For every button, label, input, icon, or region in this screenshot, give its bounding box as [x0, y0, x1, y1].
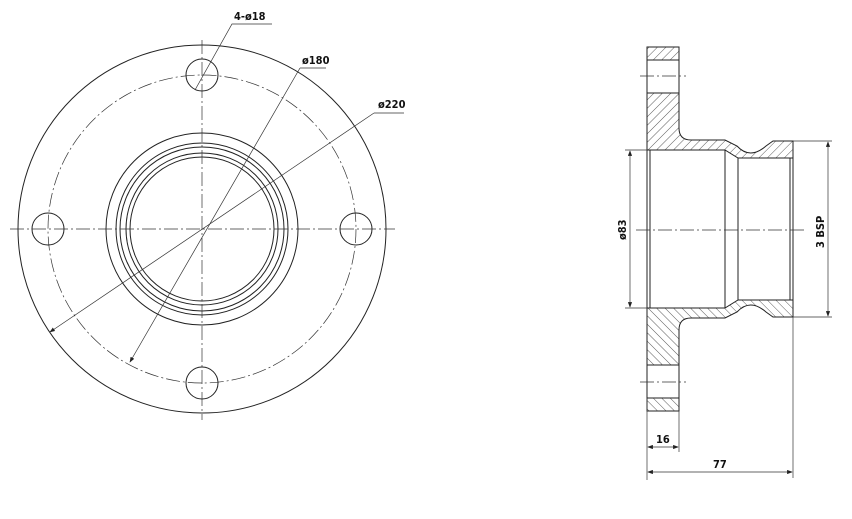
flange-hub-section-bottom [646, 299, 794, 366]
flange-section-bottom [646, 397, 680, 412]
side-section-view: ø83 3 BSP 16 77 [616, 46, 832, 480]
outer-diameter-callout: ø220 [378, 98, 406, 111]
bolt-circle [47, 74, 357, 384]
thread-size-label: 3 BSP [814, 216, 827, 248]
overall-length-label: 77 [713, 458, 727, 471]
hole-leader [194, 23, 272, 91]
bolt-circle-callout: ø180 [302, 54, 330, 67]
outer-diameter-leader [49, 112, 375, 333]
bore-diameter-label: ø83 [616, 219, 629, 240]
flange-hub-section-top [646, 92, 794, 159]
hole-callout: 4-ø18 [234, 10, 266, 23]
front-view: 4-ø18 ø180 ø220 [10, 10, 406, 420]
bolt-circle-leader [129, 67, 301, 363]
flange-thickness-label: 16 [656, 433, 670, 446]
flange-section-top [646, 46, 680, 61]
